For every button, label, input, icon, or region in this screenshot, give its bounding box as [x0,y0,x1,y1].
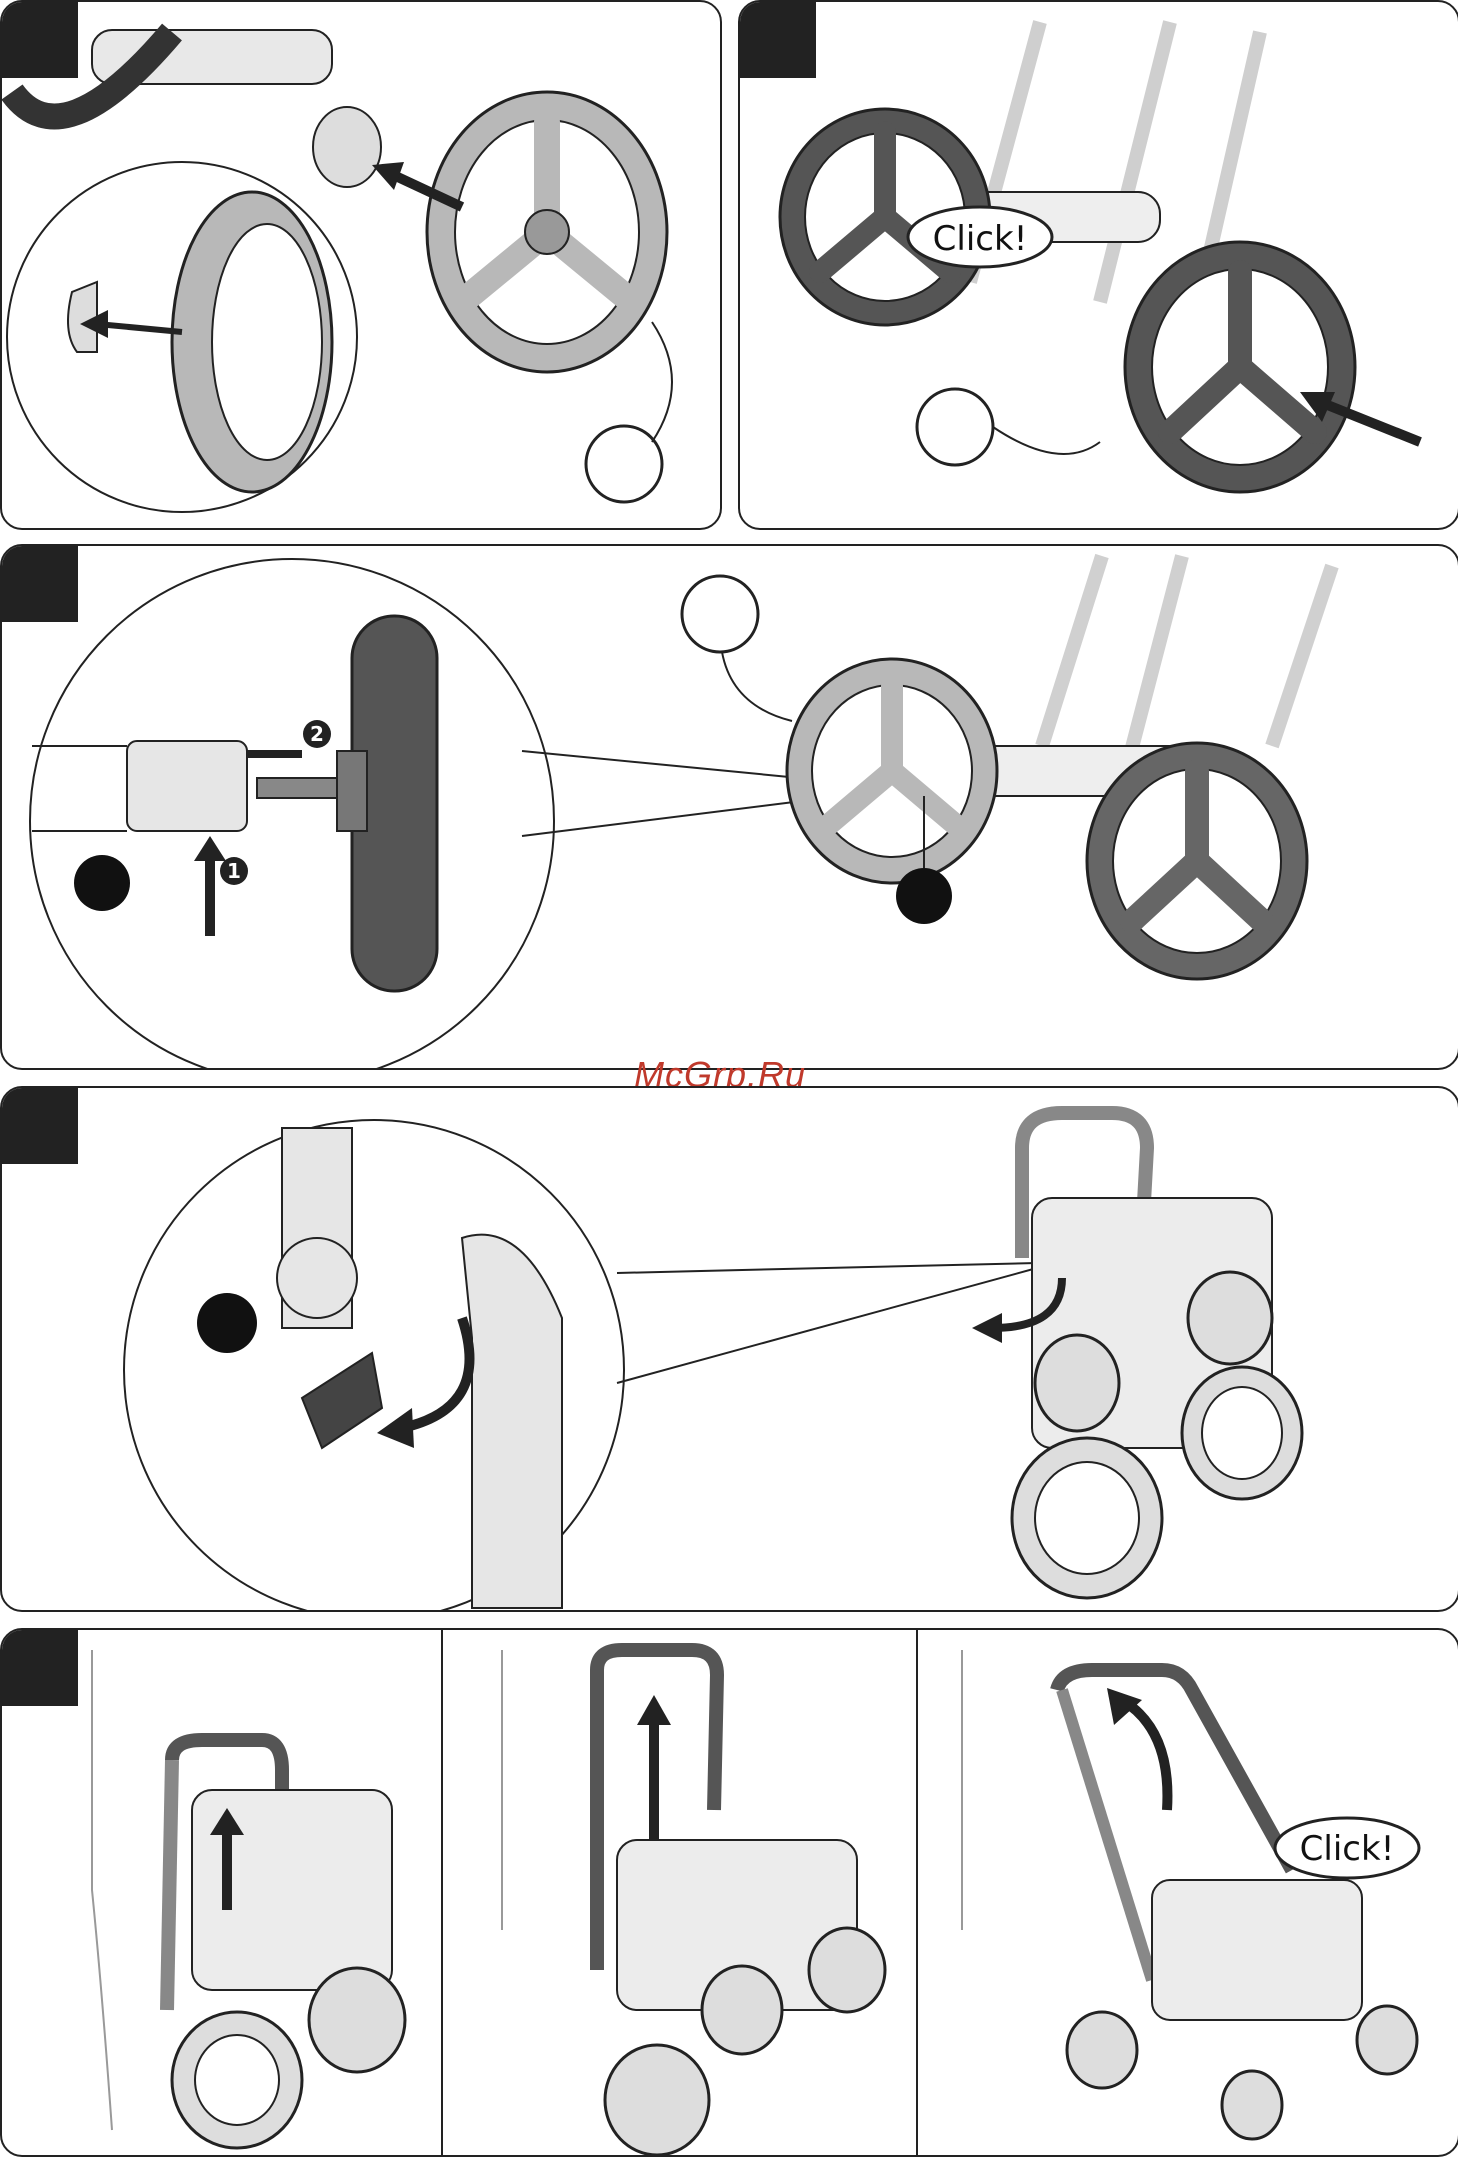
panel-e-unfold: Click! [0,1628,1458,2157]
wheel-side-view [337,616,437,991]
callout-circle-b [917,389,993,465]
axle-pin [257,778,347,798]
black-callout-c2 [896,868,952,924]
illustration-d [2,1088,1458,1610]
illustration-e: Click! [2,1630,1458,2155]
grey-wheel-right-c [1087,743,1307,979]
folded-wheel-2 [1182,1367,1302,1499]
panel-c-detach-wheel: 2 1 [0,544,1458,1070]
illustration-c: 2 1 [2,546,1458,1068]
click-bubble-e: Click! [1275,1818,1419,1878]
panel-d-release-lock [0,1086,1458,1612]
unfold-step-2 [502,1650,885,2155]
black-callout-d [197,1293,257,1353]
folded-wheel-1 [1012,1438,1162,1598]
unfold-step-1 [92,1650,405,2148]
folded-wheel-3 [1035,1335,1119,1431]
loose-wheel [427,92,667,372]
zoom-bubble-c [30,559,554,1068]
panel-b-attach-wheel: Click! [738,0,1458,530]
unfold-step-3: Click! [962,1650,1419,2139]
black-callout-c1 [74,855,130,911]
hub-housing [127,741,247,831]
click-bubble-b: Click! [908,207,1052,267]
click-text-b: Click! [933,219,1028,259]
illustration-b: Click! [740,2,1458,528]
folded-wheel-4 [1188,1272,1272,1364]
panel-a-remove-rear-wheel [0,0,722,530]
svg-text:2: 2 [310,722,324,746]
grey-wheel-left-c [787,659,997,883]
svg-text:1: 1 [227,859,241,883]
callout-circle-c [682,576,758,652]
illustration-a [2,2,720,528]
dark-wheel-right [1125,242,1355,492]
callout-circle-a [586,426,662,502]
click-text-e: Click! [1300,1829,1395,1869]
hub-socket [313,107,381,187]
